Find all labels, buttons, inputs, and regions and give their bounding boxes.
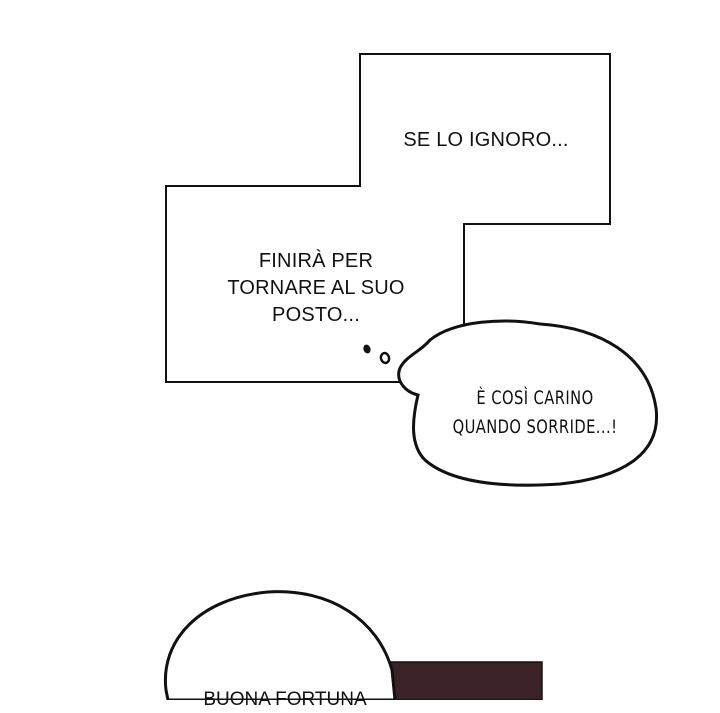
thought-trail-dot-small bbox=[363, 344, 371, 354]
narration-line-3: POSTO... bbox=[272, 304, 360, 326]
narration-top-text: SE LO IGNORO... bbox=[403, 129, 569, 151]
narration-line-2: TORNARE AL SUO bbox=[227, 277, 405, 299]
thought-line-1: È COSÌ CARINO bbox=[476, 387, 594, 409]
thought-bubble bbox=[397, 319, 659, 487]
dark-panel bbox=[389, 661, 543, 700]
thought-trail-dot-medium bbox=[379, 351, 391, 365]
thought-text: È COSÌ CARINO QUANDO SORRIDE...! bbox=[436, 384, 634, 442]
narration-left-text: FINIRÀ PER TORNARE AL SUO POSTO... bbox=[170, 248, 462, 329]
thought-line-2: QUANDO SORRIDE...! bbox=[452, 416, 618, 438]
speech-bubble-lower bbox=[163, 590, 397, 700]
narration-line-1: FINIRÀ PER bbox=[258, 250, 374, 272]
